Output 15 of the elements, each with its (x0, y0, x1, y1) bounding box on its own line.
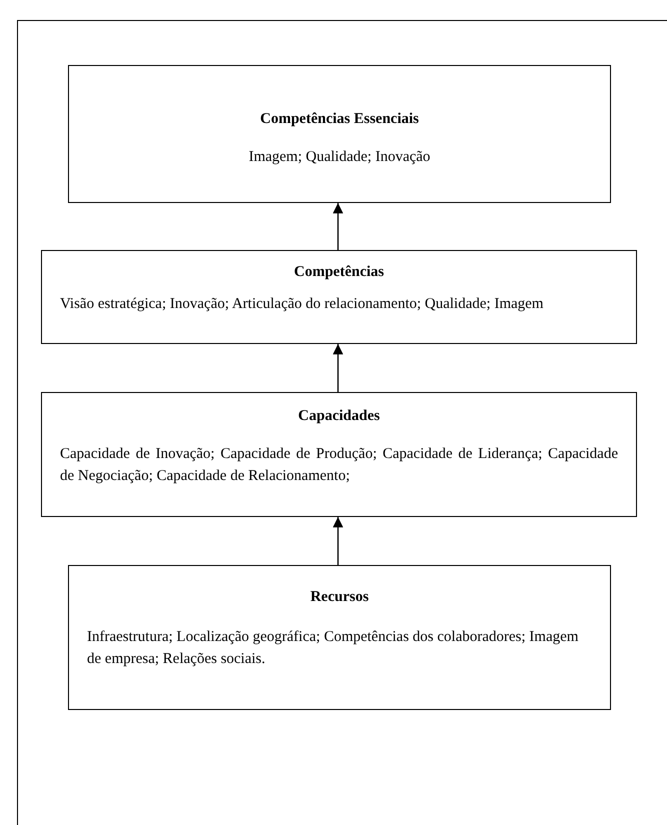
text-box (41, 392, 637, 517)
arrow (332, 517, 344, 565)
box-text: Infraestrutura; Localização geográfica; Competências dos colaboradores; Imagem de empresa; Relações sociais. (86, 628, 580, 669)
box-text: Imagem; Qualidade; Inovação (248, 148, 432, 167)
box-heading: Capacidades (297, 407, 381, 426)
box-heading: Competências (293, 263, 385, 282)
box-text: Capacidade de Inovação; Capacidade de Produção; Capacidade de Liderança; Capacidade de Negociação; Capacidade de Relacionamento; (59, 445, 619, 486)
arrow (332, 203, 344, 250)
text-box (41, 250, 637, 344)
box-heading: Competências Essenciais (259, 110, 420, 129)
text-box (68, 565, 611, 710)
box-heading: Recursos (309, 588, 370, 607)
box-text: Visão estratégica; Inovação; Articulação do relacionamento; Qualidade; Imagem (59, 295, 544, 314)
text-box (68, 65, 611, 203)
arrow (332, 344, 344, 392)
